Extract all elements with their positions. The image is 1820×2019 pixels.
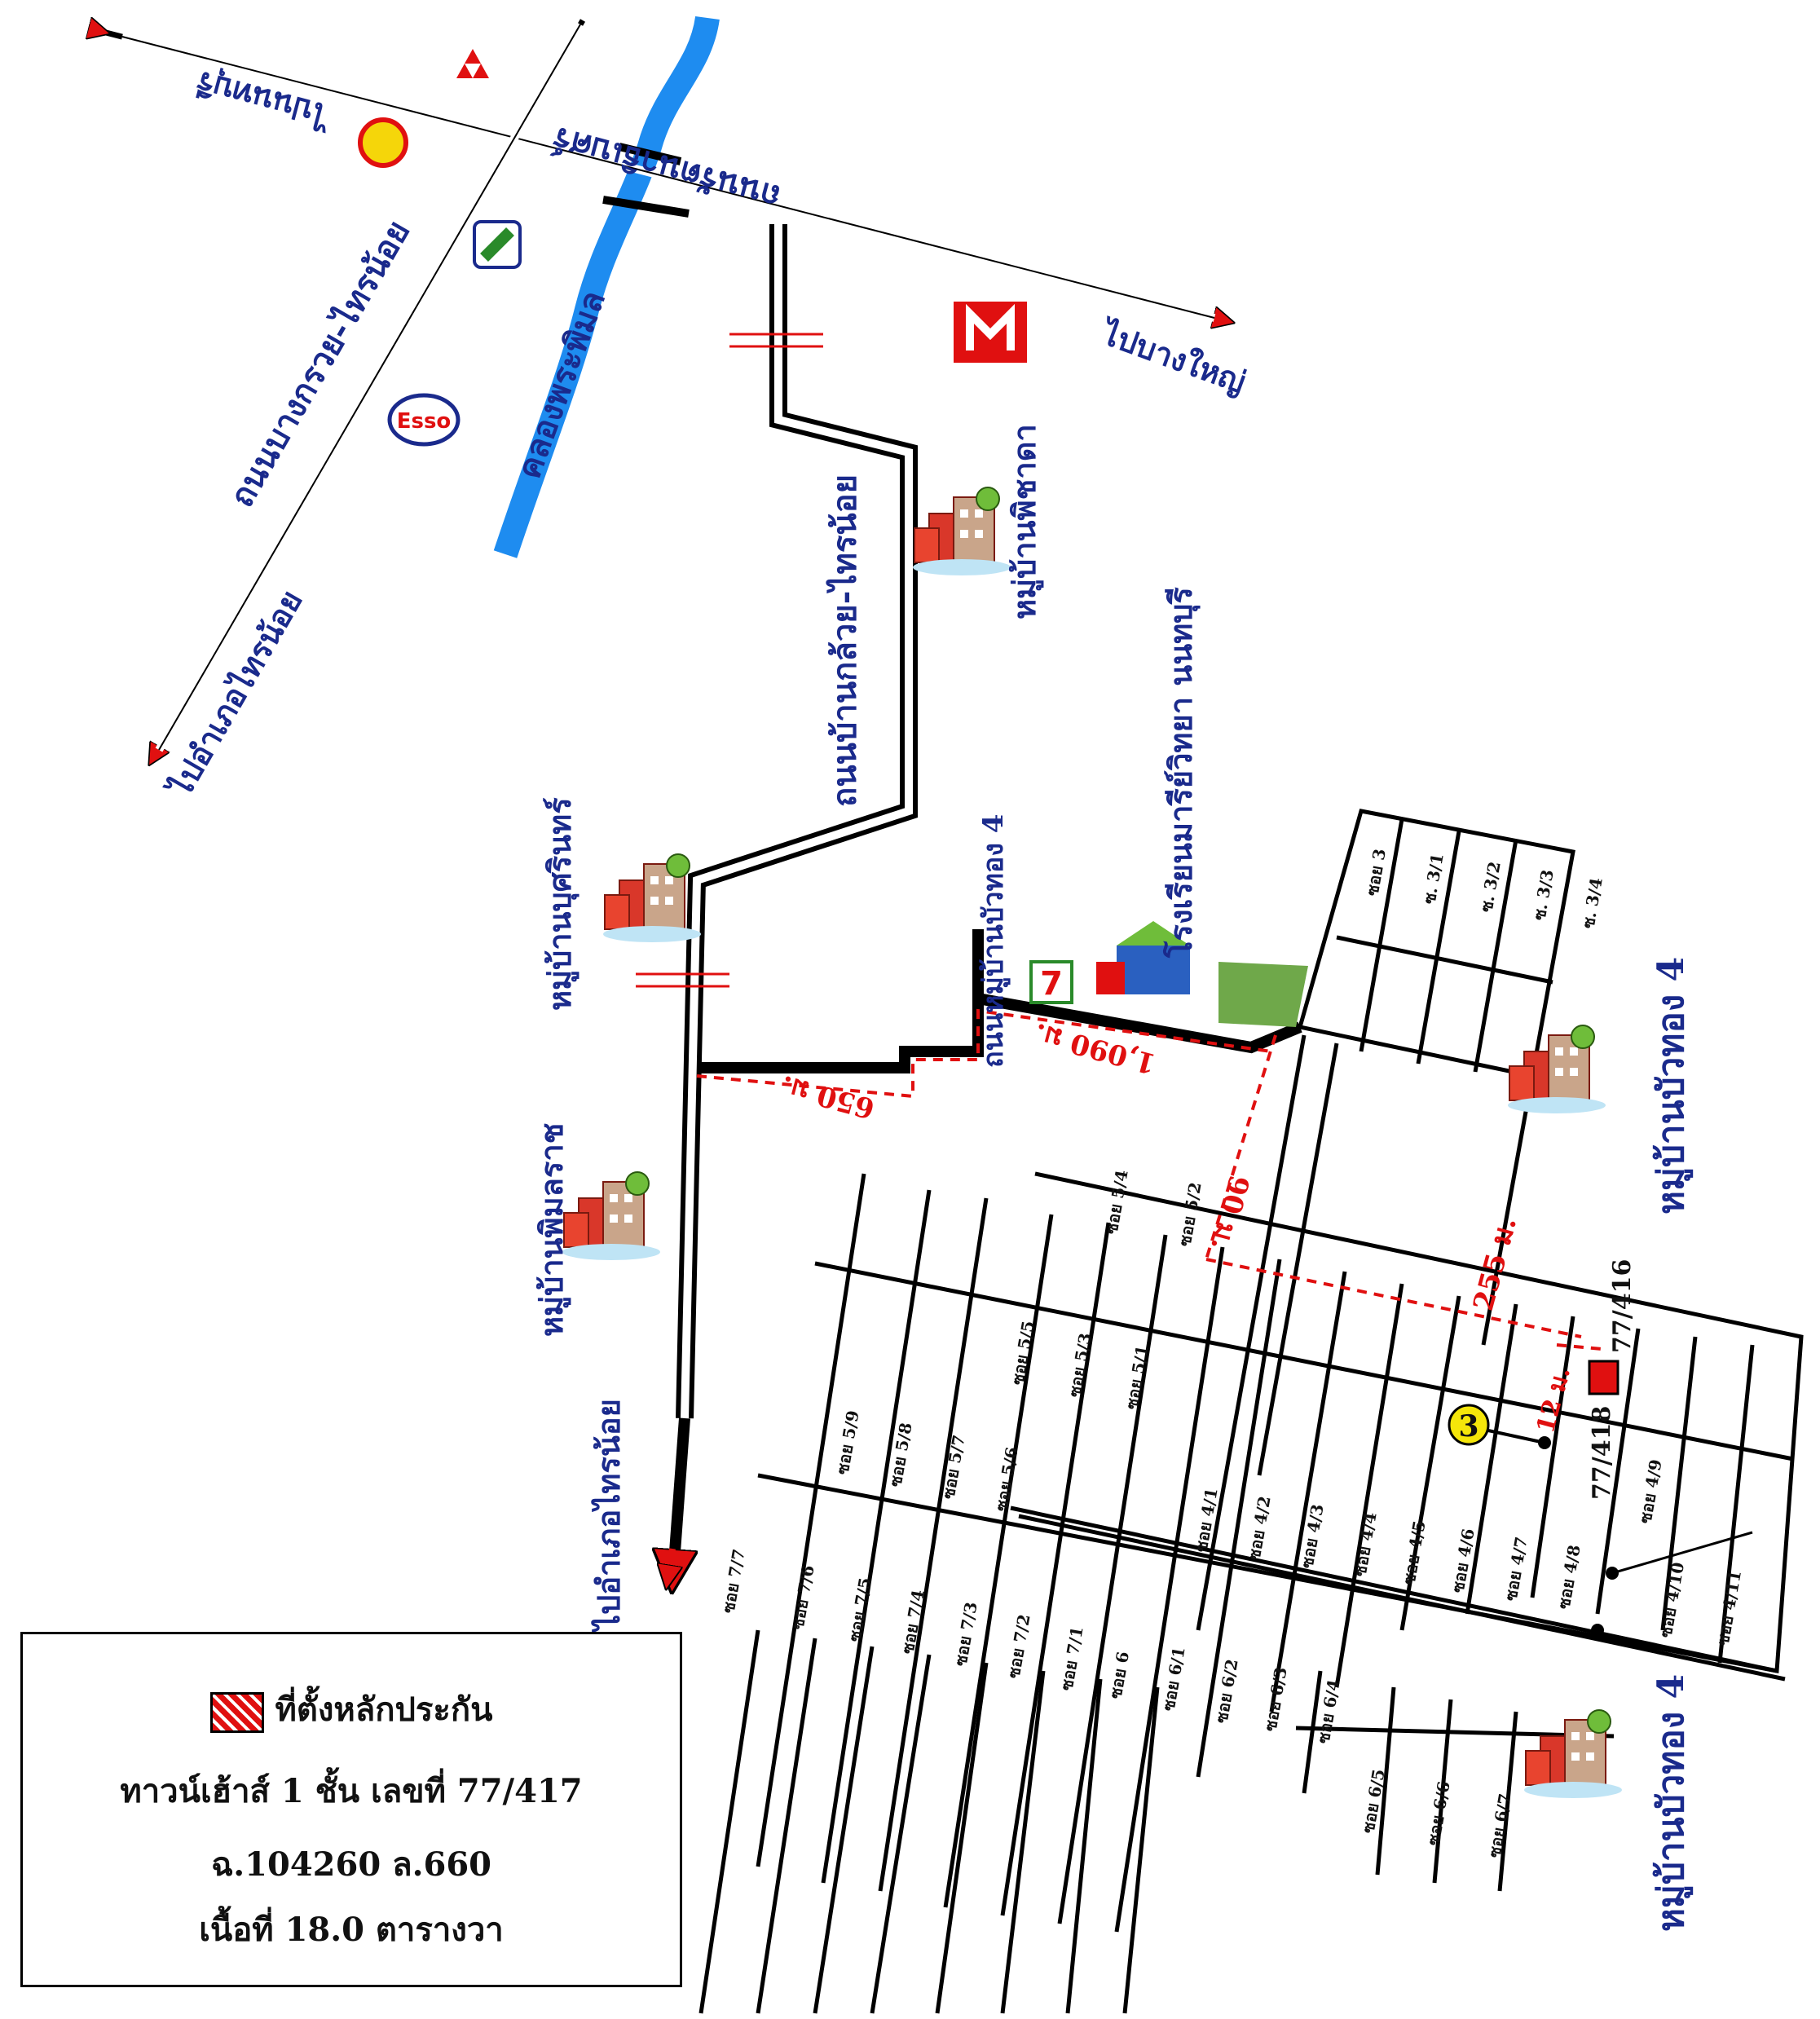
svg-text:ซอย 5/1: ซอย 5/1 [1122,1344,1152,1411]
svg-text:ซ. 3/1: ซ. 3/1 [1419,852,1448,906]
svg-text:ซอย 5/5: ซอย 5/5 [1007,1320,1038,1386]
village-buathong-label: หมู่บ้านบัวทอง 4 [1650,957,1693,1214]
svg-text:ซอย 5/9: ซอย 5/9 [832,1409,862,1476]
school-icon [1096,921,1190,994]
house-number-418: 77/418 [1588,1406,1616,1500]
village-pimlarat-label: หมู่บ้านพิมลราช [533,1123,571,1337]
legend-box: ที่ตั้งหลักประกัน ทาวน์เฮ้าส์ 1 ชั้น เลข… [20,1632,682,1987]
legend-title-row: ที่ตั้งหลักประกัน [23,1683,680,1735]
collateral-plot [1588,1360,1619,1395]
legend-title: ที่ตั้งหลักประกัน [275,1691,493,1729]
svg-text:ซอย 4/4: ซอย 4/4 [1350,1510,1380,1577]
school-label: โรงเรียนมารีย์วิทยา นนทบุรี [1162,587,1201,959]
village-icon [1507,1025,1606,1114]
svg-text:ซอย 6/1: ซอย 6/1 [1158,1646,1188,1713]
svg-text:ซอย 5/2: ซอย 5/2 [1174,1181,1205,1248]
canal-label: คลองพระพิมล [509,285,613,483]
svg-text:ซอย 7/2: ซอย 7/2 [1003,1613,1033,1680]
svg-text:ซอย 4/9: ซอย 4/9 [1635,1458,1665,1525]
svg-text:7: 7 [1040,965,1063,1003]
svg-text:ซอย 6: ซอย 6 [1105,1650,1133,1699]
makro-logo [954,302,1027,363]
svg-text:ซอย 7/1: ซอย 7/1 [1056,1625,1086,1692]
svg-text:ซอย 7/5: ซอย 7/5 [844,1576,875,1643]
svg-text:ซ. 3/2: ซ. 3/2 [1476,860,1505,914]
svg-text:ซอย 5/8: ซอย 5/8 [885,1422,915,1488]
pt-logo [473,220,522,269]
shell-logo [358,117,408,168]
svg-text:ซอย 7/7: ซอย 7/7 [718,1548,748,1615]
mitsubishi-logo [456,49,489,78]
svg-text:ซอย 5/3: ซอย 5/3 [1064,1332,1095,1399]
svg-text:ซ. 3/4: ซ. 3/4 [1578,876,1606,930]
village-buathong-label: หมู่บ้านบัวทอง 4 [1650,1674,1693,1932]
esso-logo: Esso [387,393,461,447]
svg-text:ซ. 3/3: ซ. 3/3 [1529,868,1558,922]
village-icon [1523,1709,1623,1799]
village-icon [602,853,702,943]
green-area [1218,962,1308,1027]
village-pimchada-label: หมู่บ้านพิชาดา [1006,424,1044,619]
legend-line-2: ฉ.104260 ล.660 [210,1845,492,1884]
soi-grid [698,809,1804,2014]
bankluay-road-label: ถนนบ้านกล้วย-ไทรน้อย [826,474,864,807]
collateral-swatch [209,1692,264,1733]
svg-text:ซอย 4/10: ซอย 4/10 [1655,1561,1688,1639]
distance-650: 650 ม. [778,1069,878,1125]
svg-text:ซอย 5/7: ซอย 5/7 [938,1434,968,1501]
svg-text:Esso: Esso [397,409,452,434]
svg-text:ซอย 4/3: ซอย 4/3 [1297,1503,1327,1570]
svg-text:ซอย 4/8: ซอย 4/8 [1553,1544,1584,1611]
village-road-label: ถนนหมู่บ้านบัวทอง 4 [977,814,1011,1068]
village-road [697,929,984,1073]
bridge-mark [602,143,690,218]
marker-3 [1448,1404,1490,1446]
house-number-416: 77/416 [1608,1259,1637,1353]
seven-eleven-logo: 7 [1029,960,1073,1004]
svg-text:ซอย 4/7: ซอย 4/7 [1501,1536,1531,1602]
svg-text:ซอย 4/11: ซอย 4/11 [1712,1569,1745,1647]
svg-text:ซอย 6/6: ซอย 6/6 [1423,1780,1453,1847]
legend-line-3: เนื้อที่ 18.0 ตารางวา [199,1911,504,1949]
distance-12: 12 ม. [1531,1364,1576,1436]
svg-text:ซอย 5/6: ซอย 5/6 [991,1446,1021,1513]
svg-text:ซอย 6/7: ซอย 6/7 [1484,1792,1514,1859]
to-sainoi-label: ไปอำเภอไทรน้อย [590,1399,627,1633]
village-icon [912,487,1011,576]
svg-text:ซอย 7/3: ซอย 7/3 [950,1601,981,1668]
svg-text:ซอย 3: ซอย 3 [1362,847,1390,897]
svg-text:ซอย 6/3: ซอย 6/3 [1260,1666,1290,1733]
svg-text:ซอย 7/6: ซอย 7/6 [787,1564,817,1631]
svg-text:ซอย 4/5: ซอย 4/5 [1399,1519,1429,1586]
to-bangyai-label: ไปบางใหญ่ [1095,314,1250,400]
village-busarin-label: หมู่บ้านบุศรินทร์ [541,797,579,1011]
svg-text:ซอย 7/4: ซอย 7/4 [897,1588,928,1655]
legend-line-1: ทาวน์เฮ้าส์ 1 ชั้น เลขที่ 77/417 [120,1772,583,1810]
marker-number: 3 [1458,1409,1478,1444]
svg-text:ซอย 5/4: ซอย 5/4 [1101,1168,1131,1235]
svg-text:ซอย 4/2: ซอย 4/2 [1244,1495,1274,1562]
village-icon [562,1171,661,1261]
distance-255: 255 ม. [1467,1214,1523,1314]
